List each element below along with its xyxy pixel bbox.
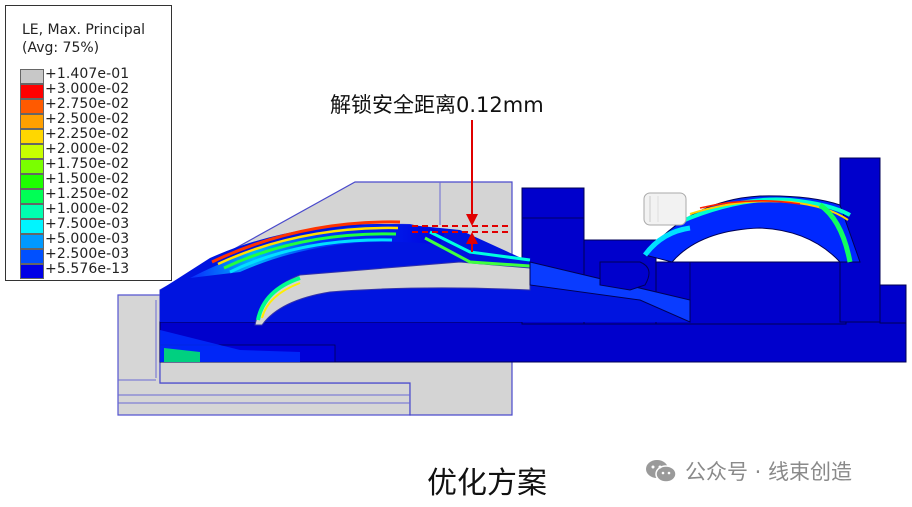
latch-arm-left [160,220,691,362]
legend-value: +2.750e-02 [45,96,130,112]
legend-value: +1.000e-02 [45,201,130,217]
figure-caption: 优化方案 [427,466,547,501]
legend-subtitle: (Avg: 75%) [22,40,100,56]
legend-swatch [20,84,44,99]
legend-value: +1.250e-02 [45,186,130,202]
legend-value: +1.750e-02 [45,156,130,172]
safety-distance-label: 解锁安全距离0.12mm [330,93,544,117]
legend-swatch [20,249,44,264]
legend-entry: +2.250e-02 [20,126,172,144]
contour-legend: LE, Max. Principal (Avg: 75%) +1.407e-01… [5,5,172,281]
legend-swatch [20,234,44,249]
legend-swatch [20,99,44,114]
legend-swatch [20,69,44,84]
legend-entry: +3.000e-02 [20,81,172,99]
legend-swatch [20,219,44,234]
legend-entry: +2.500e-03 [20,246,172,264]
legend-value: +2.500e-02 [45,111,130,127]
legend-entry: +5.000e-03 [20,231,172,249]
legend-value: +5.576e-13 [45,261,130,277]
white-pin [643,192,687,226]
legend-entry: +1.250e-02 [20,186,172,204]
legend-value: +3.000e-02 [45,81,130,97]
legend-value: +1.500e-02 [45,171,130,187]
legend-swatch [20,264,44,279]
latch-arm-right [599,195,861,291]
legend-entry: +1.750e-02 [20,156,172,174]
legend-entry: +1.500e-02 [20,171,172,189]
legend-entry: +7.500e-03 [20,216,172,234]
legend-value: +2.250e-02 [45,126,130,142]
legend-swatch [20,159,44,174]
legend-value: +2.000e-02 [45,141,130,157]
legend-swatch [20,129,44,144]
legend-value: +1.407e-01 [45,66,130,82]
legend-swatch [20,174,44,189]
watermark: 公众号 · 线束创造 [645,454,852,488]
legend-entry: +5.576e-13 [20,261,172,279]
legend-swatch [20,144,44,159]
legend-entry: +1.407e-01 [20,66,172,84]
legend-swatch [20,204,44,219]
legend-entry: +1.000e-02 [20,201,172,219]
distance-marker [412,120,512,252]
legend-entry: +2.500e-02 [20,111,172,129]
legend-value: +5.000e-03 [45,231,130,247]
wechat-icon [646,460,677,483]
legend-value: +2.500e-03 [45,246,130,262]
legend-swatch [20,189,44,204]
watermark-text: 公众号 · 线束创造 [685,460,853,484]
legend-entry: +2.000e-02 [20,141,172,159]
legend-swatch [20,114,44,129]
legend-title: LE, Max. Principal [22,22,146,38]
legend-value: +7.500e-03 [45,216,130,232]
legend-entry: +2.750e-02 [20,96,172,114]
